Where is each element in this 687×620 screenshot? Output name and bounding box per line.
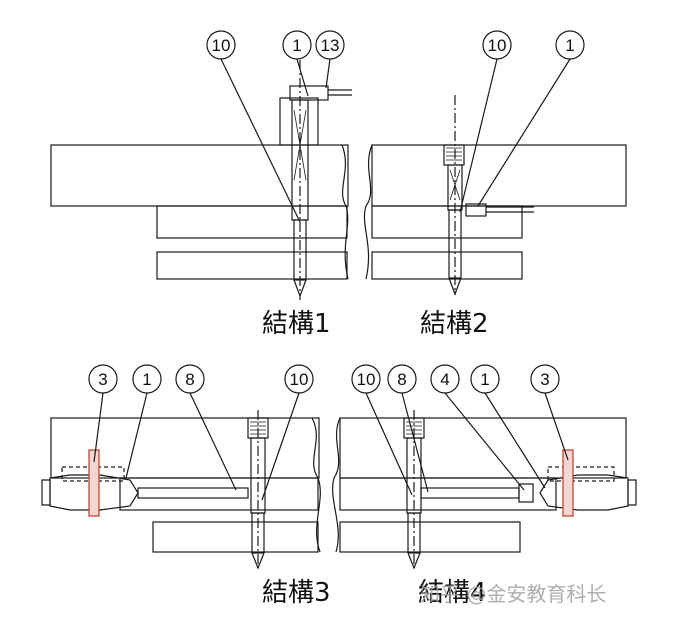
plate-lower-1b	[156, 251, 348, 280]
plate-lower-1a	[156, 205, 348, 239]
leader-2-1	[477, 58, 571, 207]
plate-main-4	[339, 417, 627, 479]
actuator-cap-4	[627, 479, 637, 506]
balloon-s4-1	[470, 364, 500, 394]
nozzle-tip-body-2	[448, 209, 462, 279]
balloon-s1-13	[315, 30, 345, 60]
nozzle-tip-3	[251, 552, 265, 570]
balloon-label: 3	[540, 370, 549, 389]
leader-4-1	[484, 392, 546, 489]
locating-pin-3	[88, 449, 100, 517]
balloon-label: 1	[480, 370, 489, 389]
locating-pin-4	[562, 449, 574, 517]
balloon-label: 1	[292, 36, 301, 55]
balloon-label: 13	[321, 36, 340, 55]
plate-lower-4b	[339, 521, 521, 553]
balloon-label: 8	[397, 370, 406, 389]
structure-4-drawing	[332, 392, 637, 570]
plate-main-1	[50, 144, 349, 207]
balloon-label: 4	[440, 370, 449, 389]
nozzle-tip-2	[448, 277, 462, 296]
leader-4-10	[365, 392, 413, 496]
balloon-s2-1	[555, 30, 585, 60]
leader-1-1	[296, 58, 309, 97]
balloon-s4-3	[530, 364, 560, 394]
caption-structure-3: 結構3	[262, 578, 331, 608]
plate-lower-3a	[119, 477, 319, 511]
watermark: 知乎 @金安教育科长	[420, 582, 607, 606]
actuator-body-3	[49, 474, 139, 511]
heater-block-1	[289, 85, 329, 101]
leader-4-3	[544, 392, 569, 461]
structure-3-drawing	[41, 392, 321, 570]
thermocouple-block-2	[465, 203, 487, 217]
rod-coupling-4	[518, 483, 534, 503]
actuator-body-4	[539, 474, 629, 511]
balloon-label: 8	[185, 370, 194, 389]
balloon-label: 1	[142, 370, 151, 389]
leader-4-8	[401, 392, 429, 493]
caption-structure-4: 結構4	[418, 578, 487, 608]
balloon-s4-10	[351, 364, 381, 394]
leader-3-3	[93, 392, 104, 463]
plate-lower-4a	[339, 477, 557, 511]
leader-1-10	[220, 58, 301, 223]
nozzle-housing-1	[279, 97, 319, 146]
balloon-s4-4	[430, 364, 460, 394]
leader-2-10	[459, 58, 498, 213]
push-rod-3	[137, 487, 249, 499]
break-line-4	[332, 417, 341, 553]
structure-2-drawing	[363, 58, 627, 296]
plate-lower-3b	[152, 521, 319, 553]
balloon-label: 3	[98, 370, 107, 389]
nozzle-cross-1	[293, 109, 307, 181]
balloon-label: 10	[488, 36, 507, 55]
break-line-2	[363, 144, 373, 280]
break-line-1	[341, 144, 349, 280]
nozzle-tip-body-1	[293, 219, 307, 281]
balloon-s3-10	[284, 364, 314, 394]
balloon-s1-10	[206, 30, 236, 60]
caption-structure-1: 結構1	[262, 309, 331, 339]
balloon-s4-8	[387, 364, 417, 394]
leader-4-4	[444, 392, 525, 491]
leader-3-8	[189, 392, 237, 491]
balloon-s2-10	[482, 30, 512, 60]
balloon-label: 10	[212, 36, 231, 55]
balloon-label: 10	[357, 370, 376, 389]
balloon-label: 1	[565, 36, 574, 55]
nozzle-tip-4	[407, 552, 421, 570]
plate-lower-2a	[371, 205, 523, 239]
plate-main-2	[371, 144, 627, 207]
leader-1-13	[325, 58, 331, 89]
caption-structure-2: 結構2	[420, 309, 489, 339]
balloon-s3-3	[88, 364, 118, 394]
balloon-s1-1	[282, 30, 312, 60]
balloon-s3-8	[175, 364, 205, 394]
balloon-label: 10	[290, 370, 309, 389]
push-rod-4	[420, 487, 520, 499]
actuator-cap-3	[41, 479, 51, 506]
leader-3-1	[125, 392, 148, 479]
plate-lower-2b	[371, 251, 523, 280]
leader-3-10	[261, 392, 300, 501]
balloon-s3-1	[132, 364, 162, 394]
structure-1-drawing	[50, 58, 352, 300]
nozzle-tip-1	[293, 279, 307, 298]
break-line-3	[311, 417, 321, 553]
